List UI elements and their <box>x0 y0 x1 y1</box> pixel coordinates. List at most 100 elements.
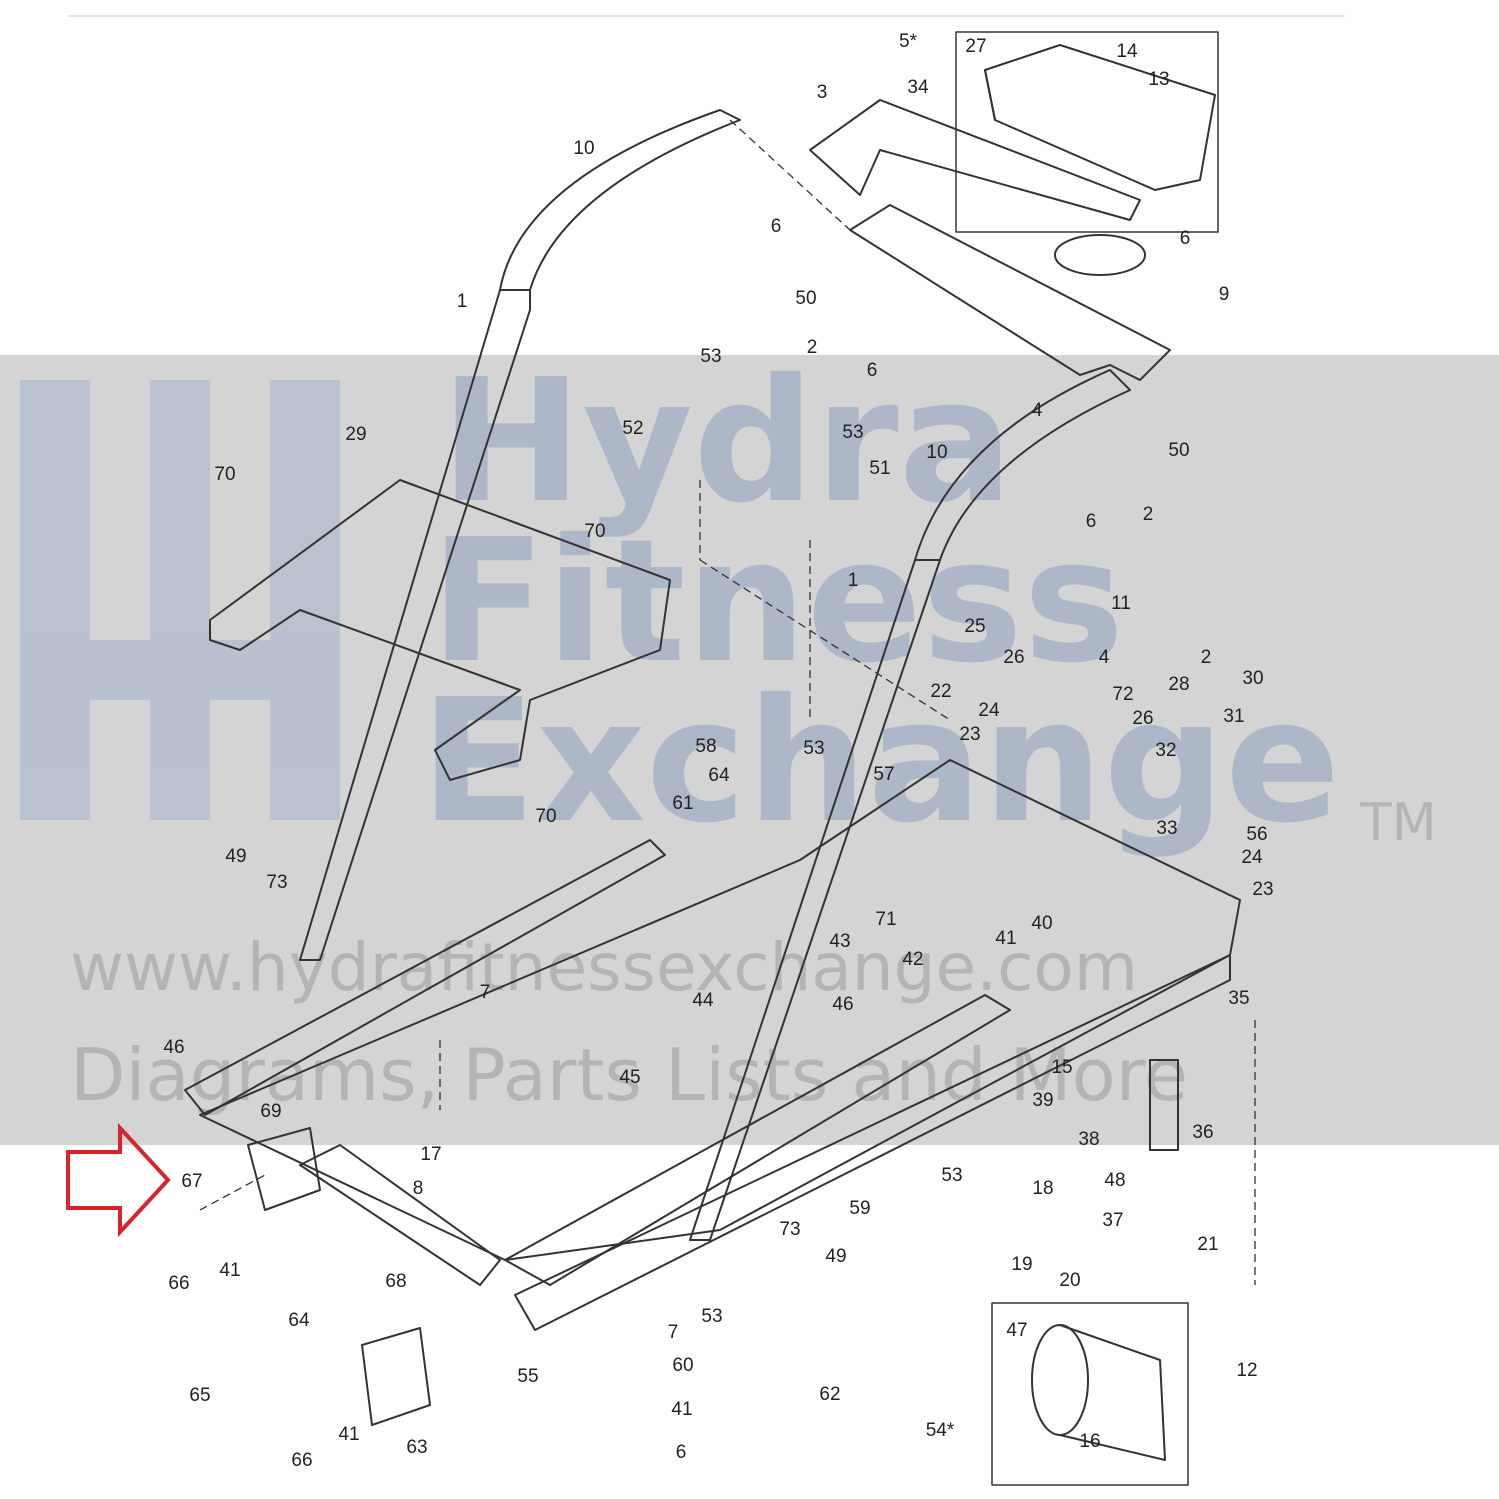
callout-label: 27 <box>965 36 986 57</box>
callout-label: 53 <box>842 422 863 443</box>
callout-label: 38 <box>1078 1129 1099 1150</box>
callout-label: 1 <box>457 291 468 312</box>
watermark-tagline: Diagrams, Parts Lists and More <box>70 1033 1188 1117</box>
callout-label: 70 <box>214 464 235 485</box>
callout-label: 33 <box>1156 818 1177 839</box>
callout-label: 28 <box>1168 674 1189 695</box>
callout-label: 6 <box>867 360 878 381</box>
callout-label: 2 <box>1143 504 1154 525</box>
callout-label: 41 <box>338 1424 359 1445</box>
callout-label: 42 <box>902 949 923 970</box>
diagram-line-art <box>184 31 1241 1486</box>
callout-label: 12 <box>1236 1360 1257 1381</box>
callout-label: 41 <box>671 1399 692 1420</box>
callout-label: 63 <box>406 1437 427 1458</box>
watermark-url: www.hydrafitnessexchange.com <box>70 929 1138 1006</box>
callout-label: 49 <box>825 1246 846 1267</box>
callout-label: 34 <box>907 77 929 98</box>
watermark-trademark: TM <box>1359 793 1437 853</box>
callout-label: 55 <box>517 1366 538 1387</box>
callout-label: 53 <box>803 738 824 759</box>
callout-label: 50 <box>795 288 816 309</box>
callout-label: 35 <box>1228 988 1249 1009</box>
callout-label: 66 <box>291 1450 312 1471</box>
watermark-logo <box>20 380 340 820</box>
callout-label: 7 <box>668 1322 679 1343</box>
callout-label: 30 <box>1242 668 1263 689</box>
callout-label: 21 <box>1197 1234 1218 1255</box>
callout-label: 53 <box>700 346 721 367</box>
callout-label: 13 <box>1148 69 1169 90</box>
callout-label: 66 <box>168 1273 189 1294</box>
callout-label: 36 <box>1192 1122 1213 1143</box>
callout-label: 70 <box>584 521 605 542</box>
callout-label: 2 <box>1201 647 1212 668</box>
callout-label: 49 <box>225 846 246 867</box>
callout-label: 53 <box>941 1165 962 1186</box>
callout-label: 46 <box>163 1037 184 1058</box>
callout-label: 64 <box>708 765 730 786</box>
callout-label: 11 <box>1111 593 1131 614</box>
callout-label: 7 <box>480 982 491 1003</box>
callout-label: 62 <box>819 1384 840 1405</box>
callout-label: 24 <box>1241 847 1263 868</box>
callout-label: 16 <box>1079 1431 1100 1452</box>
callout-label: 10 <box>573 138 594 159</box>
callout-label: 31 <box>1223 706 1244 727</box>
callout-label: 72 <box>1112 684 1133 705</box>
callout-label: 51 <box>869 458 890 479</box>
callout-label: 59 <box>849 1198 870 1219</box>
callout-label: 3 <box>817 82 828 103</box>
callout-label: 20 <box>1059 1270 1080 1291</box>
callout-label: 48 <box>1104 1170 1125 1191</box>
callout-label: 71 <box>875 909 896 930</box>
callout-label: 17 <box>420 1144 441 1165</box>
highlight-arrow <box>66 1122 171 1238</box>
callout-label: 41 <box>219 1260 240 1281</box>
callout-label: 67 <box>181 1171 202 1192</box>
callout-label: 64 <box>288 1310 310 1331</box>
callout-label: 45 <box>619 1067 640 1088</box>
callout-label: 65 <box>189 1385 210 1406</box>
callout-label: 18 <box>1032 1178 1053 1199</box>
callout-label: 60 <box>672 1355 693 1376</box>
callout-label: 39 <box>1032 1090 1053 1111</box>
callout-label: 54* <box>926 1420 955 1441</box>
callout-label: 50 <box>1168 440 1189 461</box>
callout-label: 15 <box>1051 1057 1072 1078</box>
callout-label: 56 <box>1246 824 1267 845</box>
callout-label: 4 <box>1032 400 1043 421</box>
watermark-brand-line1: Hydra <box>440 343 1013 541</box>
callout-label: 70 <box>535 806 556 827</box>
callout-label: 46 <box>832 994 853 1015</box>
callout-label: 8 <box>413 1178 424 1199</box>
callout-label: 73 <box>779 1219 800 1240</box>
callout-label: 19 <box>1011 1254 1032 1275</box>
callout-label: 9 <box>1219 284 1230 305</box>
callout-label: 32 <box>1155 740 1176 761</box>
callout-label: 40 <box>1031 913 1052 934</box>
callout-label: 1 <box>848 570 859 591</box>
watermark-brand-line3: Exchange <box>420 663 1340 861</box>
callout-label: 69 <box>260 1101 281 1122</box>
callout-label: 61 <box>672 793 693 814</box>
callout-label: 57 <box>873 764 894 785</box>
callout-label: 4 <box>1099 647 1110 668</box>
callout-label: 6 <box>1086 511 1097 532</box>
callout-label: 6 <box>771 216 782 237</box>
callout-label: 52 <box>622 418 643 439</box>
callout-label: 53 <box>701 1306 722 1327</box>
diagram-dashed-lines <box>199 119 1256 1285</box>
callout-label: 6 <box>676 1442 687 1463</box>
callout-label: 68 <box>385 1271 406 1292</box>
callout-label: 23 <box>1252 879 1273 900</box>
callout-label: 58 <box>695 736 716 757</box>
callout-label: 24 <box>978 700 1000 721</box>
callout-label: 25 <box>964 616 985 637</box>
callout-label: 37 <box>1102 1210 1123 1231</box>
watermark-band <box>0 355 1499 1145</box>
callout-label: 29 <box>345 424 366 445</box>
callout-label: 26 <box>1132 708 1153 729</box>
